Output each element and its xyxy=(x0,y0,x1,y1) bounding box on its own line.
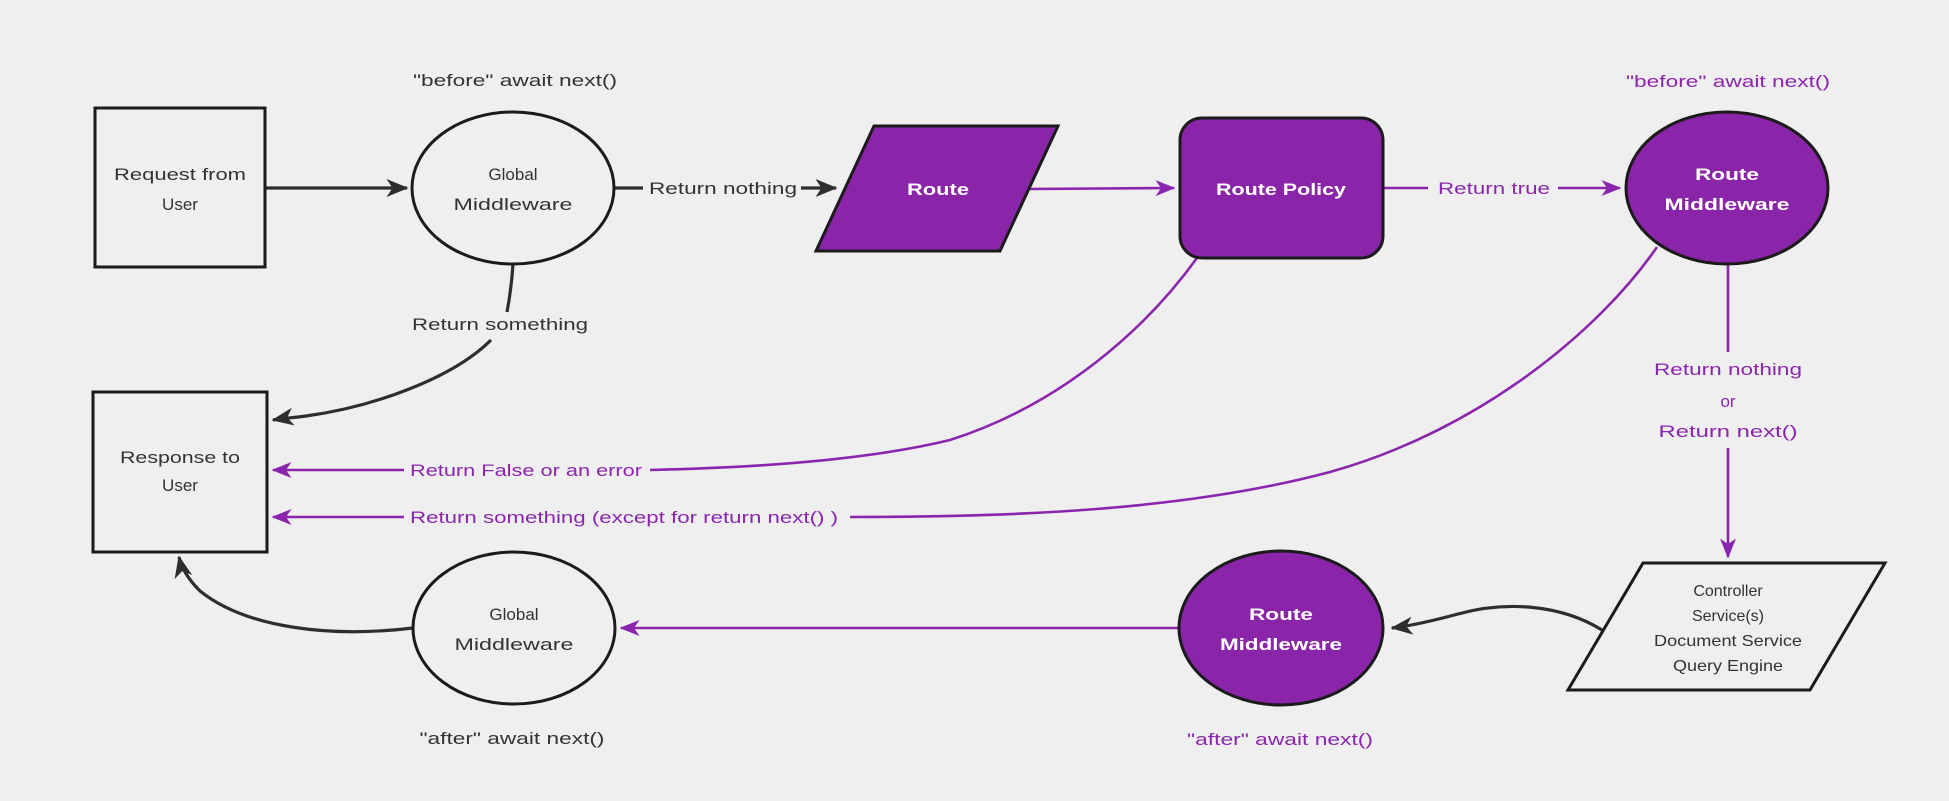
global-middleware-bottom-label-line1: Global xyxy=(489,605,538,624)
node-response-to-user: Response to User xyxy=(91,390,269,554)
edge-route-to-route-policy xyxy=(1028,180,1176,197)
global-middleware-top-label-line2: Middleware xyxy=(454,195,573,214)
route-policy-box xyxy=(1178,116,1385,260)
nodes: Request from User Global Middleware Rout… xyxy=(91,106,1888,707)
node-request-from-user: Request from User xyxy=(93,106,267,269)
node-global-middleware-top: Global Middleware xyxy=(410,110,616,266)
node-route-policy: Route Policy xyxy=(1178,116,1385,260)
services-label-line4: Query Engine xyxy=(1673,658,1783,675)
route-label: Route xyxy=(907,180,969,199)
edge-global-middleware-return-something-bottom xyxy=(271,338,493,426)
node-services: Controller Service(s) Document Service Q… xyxy=(1565,561,1888,692)
services-label-line1: Controller xyxy=(1693,583,1763,600)
edges xyxy=(174,179,1736,636)
edge-services-to-route-middleware-bottom xyxy=(1390,604,1603,635)
response-to-user-box xyxy=(91,390,269,554)
label-return-nothing-or-next-line2: or xyxy=(1720,392,1735,411)
edge-global-middleware-return-something-top xyxy=(505,263,515,313)
route-middleware-bottom-ellipse xyxy=(1177,549,1385,707)
route-middleware-top-label-line2: Middleware xyxy=(1665,195,1790,214)
global-middleware-bottom-ellipse xyxy=(411,550,617,706)
global-middleware-top-ellipse xyxy=(410,110,616,266)
label-return-something: Return something xyxy=(412,315,588,334)
label-after-await-next-global: "after" await next() xyxy=(420,729,605,748)
route-middleware-bottom-label-line1: Route xyxy=(1249,605,1313,624)
request-from-user-box xyxy=(93,106,267,269)
global-middleware-top-label-line1: Global xyxy=(488,165,537,184)
label-before-await-next-top: "before" await next() xyxy=(413,71,617,90)
request-from-user-label-line1: Request from xyxy=(114,165,246,184)
label-return-nothing-or-next-line3: Return next() xyxy=(1659,422,1798,441)
response-to-user-label-line2: User xyxy=(162,476,198,495)
services-parallelogram xyxy=(1565,561,1888,692)
route-middleware-top-label-line1: Route xyxy=(1695,165,1759,184)
request-from-user-label-line2: User xyxy=(162,195,198,214)
label-return-false-or-error: Return False or an error xyxy=(410,461,642,480)
node-route-middleware-bottom: Route Middleware xyxy=(1177,549,1385,707)
edge-labels: "before" await next() Return nothing Ret… xyxy=(410,71,1830,749)
edge-route-policy-return-false-curve xyxy=(649,257,1199,472)
services-label-line3: Document Service xyxy=(1654,633,1802,650)
label-return-something-except: Return something (except for return next… xyxy=(410,508,838,527)
global-middleware-bottom-label-line2: Middleware xyxy=(455,635,574,654)
route-policy-label: Route Policy xyxy=(1216,180,1347,199)
label-after-await-next-route: "after" await next() xyxy=(1187,730,1373,749)
label-before-await-next-right: "before" await next() xyxy=(1626,72,1830,91)
label-return-nothing-or-next-line1: Return nothing xyxy=(1654,360,1802,379)
node-route: Route xyxy=(813,124,1061,253)
node-global-middleware-bottom: Global Middleware xyxy=(411,550,617,706)
node-route-middleware-top: Route Middleware xyxy=(1624,110,1830,266)
services-label-line2: Service(s) xyxy=(1692,608,1764,625)
edge-route-middleware-return-something-curve xyxy=(849,246,1659,519)
route-parallelogram xyxy=(813,124,1061,253)
label-return-true: Return true xyxy=(1438,179,1550,198)
route-middleware-top-ellipse xyxy=(1624,110,1830,266)
edge-global-middleware-bottom-to-response xyxy=(174,555,414,634)
route-middleware-bottom-label-line2: Middleware xyxy=(1220,635,1342,654)
label-return-nothing: Return nothing xyxy=(649,179,797,198)
response-to-user-label-line1: Response to xyxy=(120,448,240,467)
